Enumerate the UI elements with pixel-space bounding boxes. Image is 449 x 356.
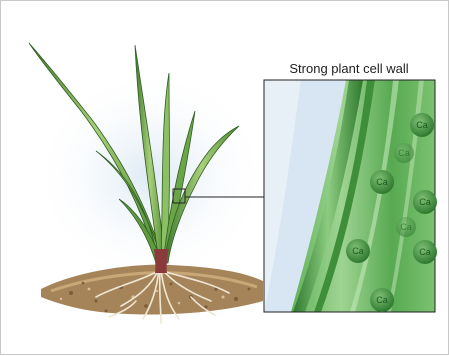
- svg-text:Ca: Ca: [352, 246, 364, 256]
- ca-particle: Ca: [346, 239, 370, 263]
- inset-title: Strong plant cell wall: [263, 61, 435, 76]
- soil: [41, 265, 263, 315]
- cell-wall-inset: [264, 80, 435, 312]
- ca-particle: Ca: [370, 288, 394, 312]
- svg-text:Ca: Ca: [419, 247, 431, 257]
- svg-text:Ca: Ca: [416, 120, 428, 130]
- ca-particle: Ca: [394, 143, 414, 163]
- ca-particle: Ca: [413, 190, 437, 214]
- ca-particle: Ca: [410, 113, 434, 137]
- ca-particle: Ca: [413, 240, 437, 264]
- ca-particle: Ca: [370, 170, 394, 194]
- svg-text:Ca: Ca: [419, 197, 431, 207]
- ca-particle: Ca: [396, 217, 416, 237]
- svg-text:Ca: Ca: [376, 295, 388, 305]
- svg-text:Ca: Ca: [398, 148, 410, 158]
- svg-text:Ca: Ca: [376, 177, 388, 187]
- svg-text:Ca: Ca: [400, 222, 412, 232]
